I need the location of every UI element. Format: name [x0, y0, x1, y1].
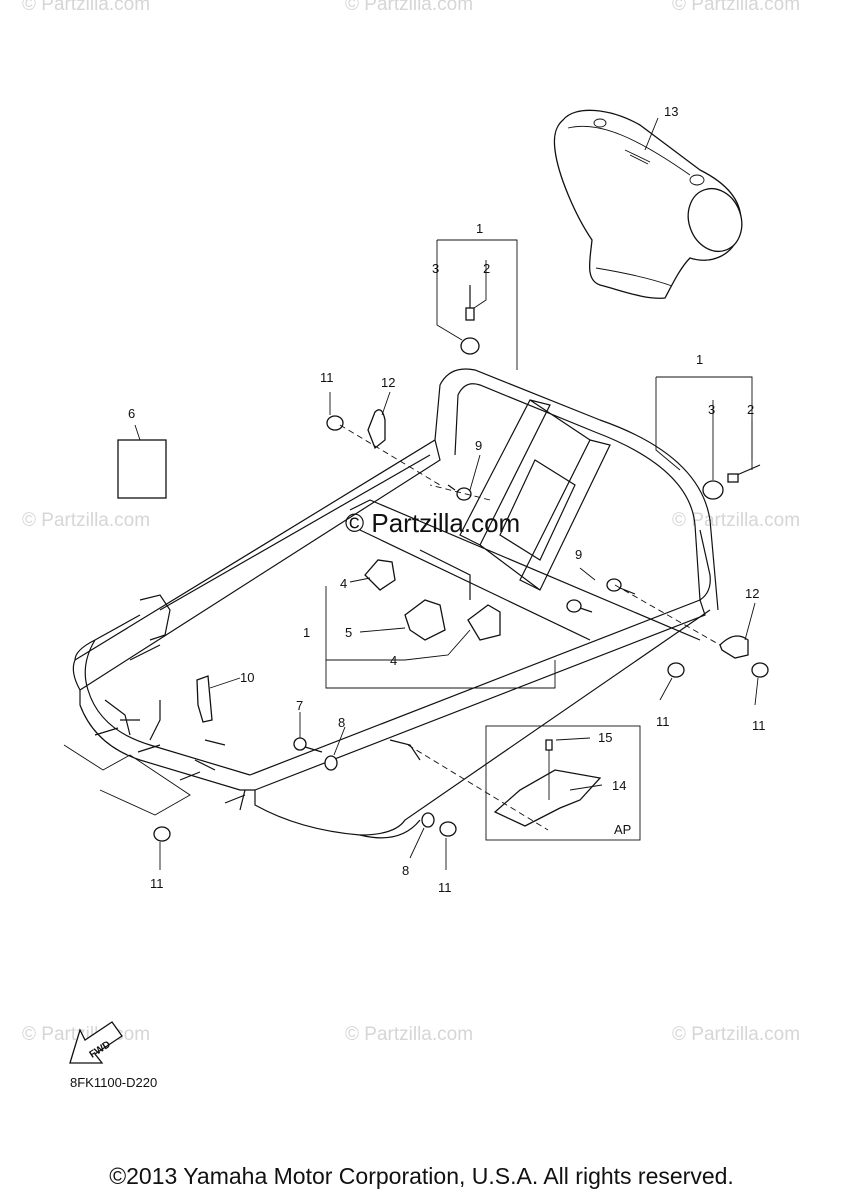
callout-5: 5: [345, 625, 352, 640]
callout-9: 9: [475, 438, 482, 453]
callout-2: 2: [747, 402, 754, 417]
watermark-center: © Partzilla.com: [345, 508, 521, 538]
callout-1: 1: [696, 352, 703, 367]
callout-2: 2: [483, 261, 490, 276]
clamp-part[interactable]: [367, 409, 749, 659]
watermark-bottom-left: © Partzilla.com: [22, 1024, 151, 1045]
callout-10: 10: [240, 670, 254, 685]
diagram-code: 8FK1100-D220: [70, 1075, 158, 1090]
label-sticker-part[interactable]: [117, 439, 167, 499]
callout-1: 1: [303, 625, 310, 640]
reference-lines: [339, 424, 721, 831]
watermark-top-left: © Partzilla.com: [22, 0, 151, 15]
callout-14: 14: [612, 778, 626, 793]
inset-ap-label: AP: [614, 822, 631, 837]
callout-labels: 1 2 3 1 3 2 4 1 5 4 6 7 8 8 9 9 10 11 11…: [128, 104, 766, 895]
callout-13: 13: [664, 104, 678, 119]
leader-lines: [63, 117, 759, 870]
washer-part[interactable]: [324, 755, 435, 828]
callout-11: 11: [150, 876, 164, 891]
callout-12: 12: [745, 586, 759, 601]
callout-7: 7: [296, 698, 303, 713]
watermark-top-right: © Partzilla.com: [672, 0, 801, 15]
callout-6: 6: [128, 406, 135, 421]
watermark-mid-right: © Partzilla.com: [672, 510, 801, 531]
frame-bolt-part[interactable]: [447, 484, 636, 613]
watermark-mid-left: © Partzilla.com: [22, 510, 151, 531]
hose-clamp-part[interactable]: [364, 559, 501, 641]
callout-4: 4: [340, 576, 347, 591]
inset-ap-box: [485, 725, 641, 841]
watermark-bottom-center: © Partzilla.com: [345, 1024, 474, 1045]
callout-8: 8: [402, 863, 409, 878]
callout-15: 15: [598, 730, 612, 745]
nut-part[interactable]: [153, 415, 769, 842]
callout-3: 3: [708, 402, 715, 417]
callout-1: 1: [476, 221, 483, 236]
callout-11: 11: [438, 880, 452, 895]
callout-4: 4: [390, 653, 397, 668]
callout-3: 3: [432, 261, 439, 276]
callout-11: 11: [320, 370, 334, 385]
callout-9: 9: [575, 547, 582, 562]
mount-damper-part[interactable]: [702, 464, 761, 500]
hull-frame-part[interactable]: [72, 368, 719, 839]
stud-part[interactable]: [94, 727, 246, 804]
watermark-bottom-right: © Partzilla.com: [672, 1024, 801, 1045]
watermark-top-center: © Partzilla.com: [345, 0, 474, 15]
copyright-text: ©2013 Yamaha Motor Corporation, U.S.A. A…: [109, 1163, 734, 1189]
mount-bolt-part[interactable]: [460, 285, 480, 355]
callout-11: 11: [656, 714, 670, 729]
hook-part[interactable]: [196, 675, 213, 723]
callout-8: 8: [338, 715, 345, 730]
fwd-arrow-icon: FWD: [69, 1021, 123, 1064]
callout-12: 12: [381, 375, 395, 390]
handle-cover-part[interactable]: [553, 109, 750, 299]
callout-11: 11: [752, 718, 766, 733]
screw-part[interactable]: [293, 737, 323, 753]
